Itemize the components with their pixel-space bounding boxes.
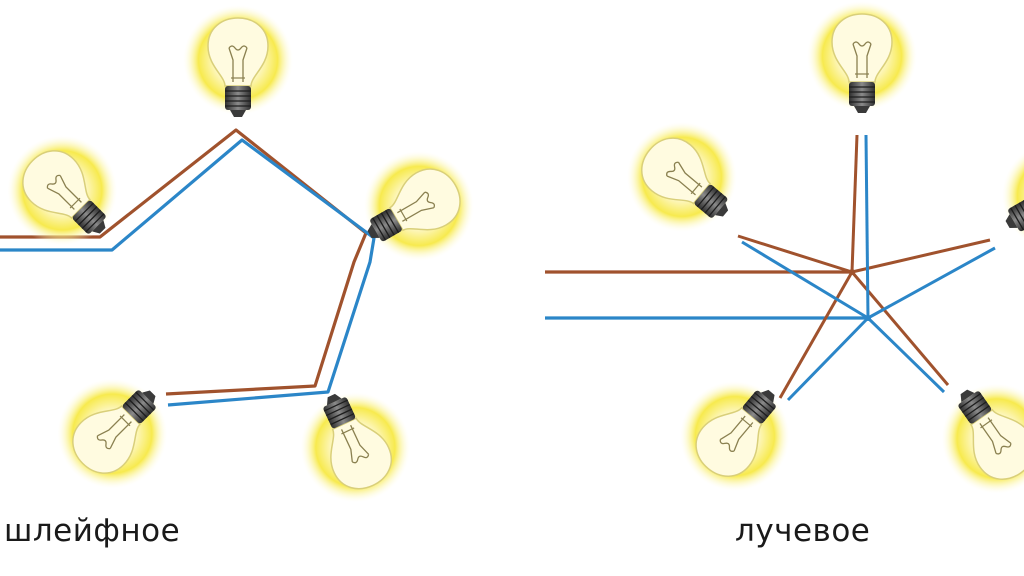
light-bulb-icon [806,0,918,114]
star-bulbs [603,0,1024,516]
phase-junction [849,269,855,275]
light-bulb-icon [182,4,294,118]
star-neutral-rays [741,134,996,402]
daisy-chain-label: шлейфное [4,513,181,549]
light-bulb-icon [341,130,495,283]
light-bulb-icon [33,353,193,513]
star-wires [545,134,996,402]
daisy-neutral-wire [0,138,376,407]
star-phase-rays [737,134,991,399]
neutral-junction [865,315,871,321]
star-label: лучевое [735,513,871,549]
light-bulb-icon [0,111,143,271]
light-bulb-icon [979,120,1024,273]
daisy-chain-wires [0,128,376,407]
light-bulb-icon [603,98,762,257]
daisy-chain-bulbs [0,4,495,522]
